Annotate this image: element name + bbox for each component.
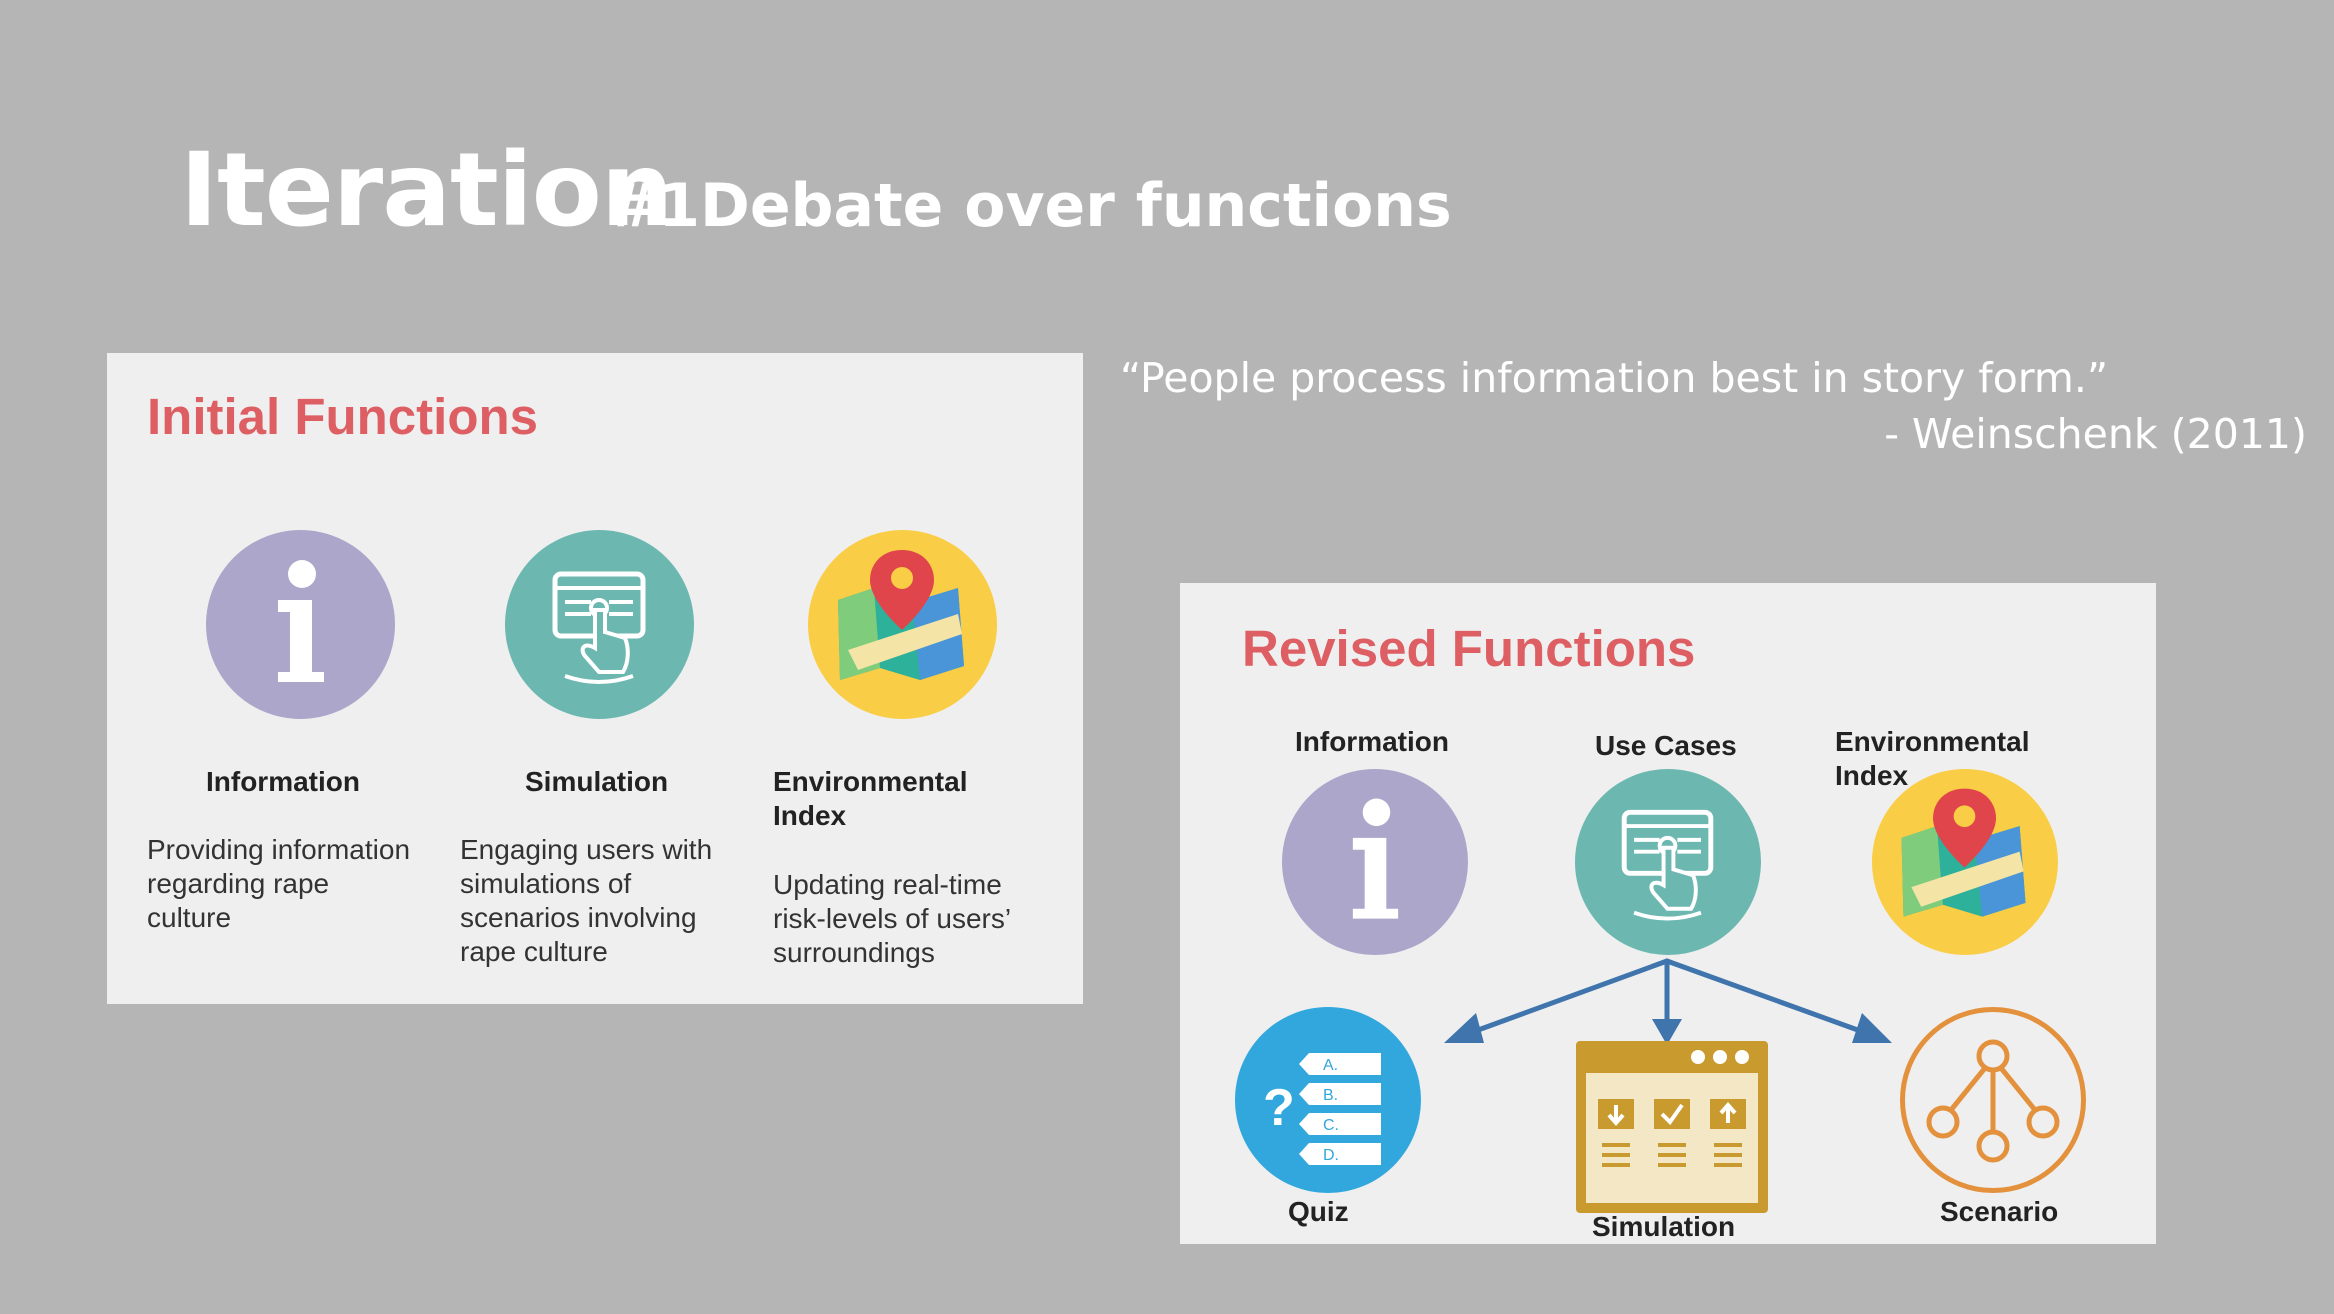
map-pin-icon	[1872, 769, 2058, 955]
quiz-icon: A. B. C. D. ?	[1235, 1007, 1421, 1193]
initial-item-desc-information: Providing information regarding rape cul…	[147, 834, 411, 933]
slide-title: Iteration	[180, 131, 673, 250]
screen-touch-icon	[1575, 769, 1761, 955]
initial-item-label-environmental-index: Environmental Index	[773, 766, 968, 831]
svg-text:B.: B.	[1323, 1087, 1338, 1104]
svg-text:A.: A.	[1323, 1057, 1338, 1074]
screen-touch-icon	[505, 530, 694, 719]
revised-functions-heading: Revised Functions	[1242, 620, 1696, 677]
svg-text:?: ?	[1263, 1079, 1295, 1137]
revised-top-label-use-cases: Use Cases	[1595, 730, 1737, 761]
revised-functions-panel: Revised Functions Information Use Cases …	[1180, 583, 2156, 1244]
initial-item-label-simulation: Simulation	[525, 766, 669, 797]
branch-arrows	[1444, 958, 1892, 1045]
slide-subtitle: #1Debate over functions	[608, 171, 1452, 241]
arrow-head-left-icon	[1444, 1013, 1484, 1043]
initial-functions-panel: Initial Functions Information Providing …	[107, 353, 1083, 1004]
arrow-head-right-icon	[1852, 1013, 1892, 1043]
info-icon	[1282, 769, 1468, 955]
revised-bottom-label-quiz: Quiz	[1288, 1196, 1349, 1227]
arrow-head-center-icon	[1652, 1019, 1682, 1045]
initial-item-desc-simulation: Engaging users with simulations of scena…	[460, 834, 713, 967]
map-pin-icon	[808, 530, 997, 719]
branching-icon	[1900, 1007, 2086, 1193]
svg-text:C.: C.	[1323, 1117, 1339, 1134]
browser-window-icon	[1576, 1041, 1768, 1213]
quote-text: “People process information best in stor…	[1120, 354, 2109, 402]
initial-item-label-information: Information	[206, 766, 360, 797]
revised-top-label-information: Information	[1295, 726, 1449, 757]
revised-top-label-environmental-index: Environmental Index	[1835, 726, 2030, 791]
quote-attribution: - Weinschenk (2011)	[1884, 410, 2307, 458]
initial-item-desc-environmental-index: Updating real-time risk-levels of users’…	[773, 869, 1012, 968]
revised-bottom-label-simulation: Simulation	[1592, 1211, 1736, 1242]
initial-functions-heading: Initial Functions	[147, 388, 538, 445]
svg-text:D.: D.	[1323, 1147, 1339, 1164]
info-icon	[206, 530, 395, 719]
revised-bottom-label-scenario: Scenario	[1940, 1196, 2059, 1227]
